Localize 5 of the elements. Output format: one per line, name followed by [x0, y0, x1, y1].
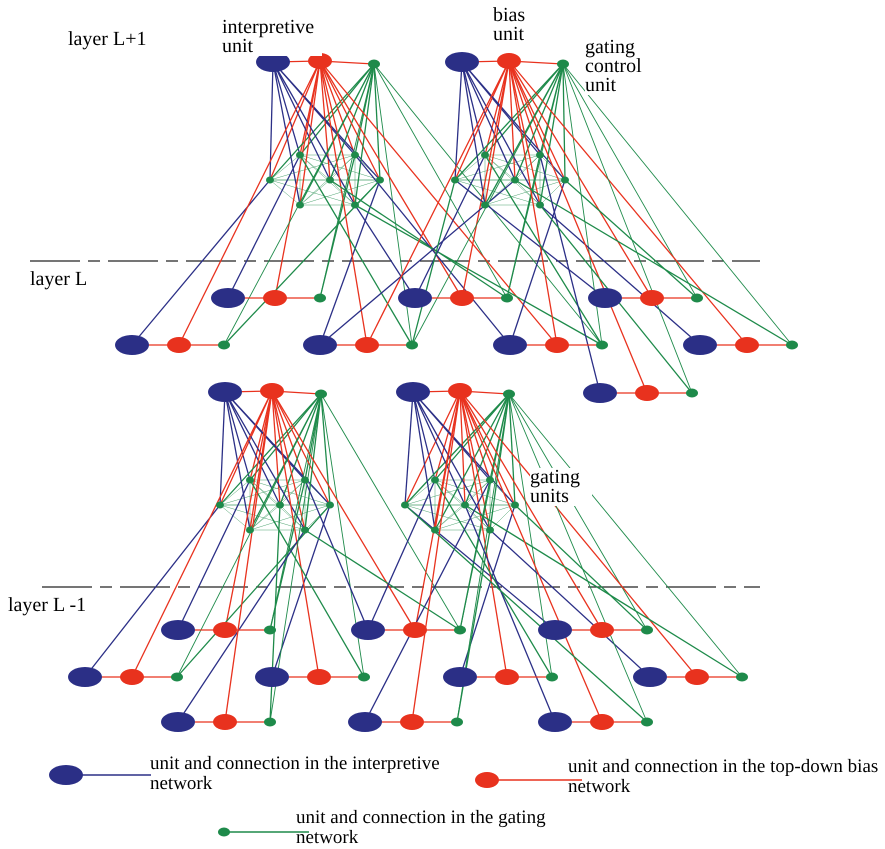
- legend-text: unit and connection in the interpretive network: [150, 754, 441, 794]
- legend-text: unit and connection in the top-down bias network: [568, 757, 880, 797]
- unit-label: interpretive unit: [222, 18, 322, 56]
- legend-text: unit and connection in the gating network: [296, 808, 547, 848]
- unit-label: gating units: [530, 468, 592, 506]
